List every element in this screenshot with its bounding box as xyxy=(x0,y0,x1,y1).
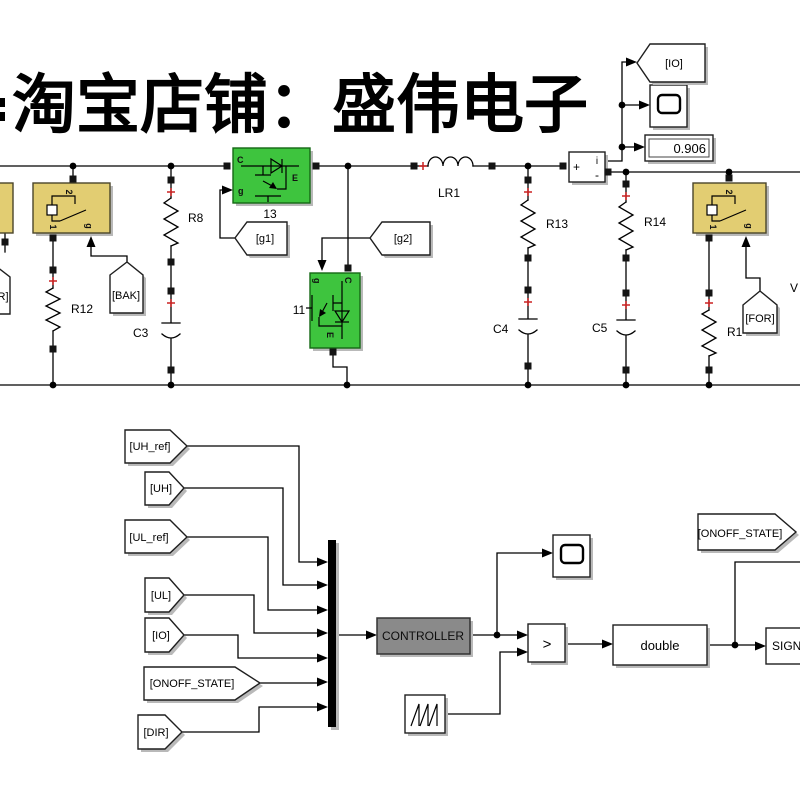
cutoff-character-fragment xyxy=(0,98,5,121)
from-tag-io-bottom[interactable] xyxy=(144,617,185,653)
igbt11-id-label: 11 xyxy=(293,303,306,317)
capacitor-c5-label: C5 xyxy=(592,321,608,335)
inductor-lr1-label: LR1 xyxy=(438,186,460,200)
from-tag-for-label: [FOR] xyxy=(745,313,774,325)
polarity-plus-marks xyxy=(49,162,713,309)
from-tag-ul-ref-label: [UL_ref] xyxy=(129,532,168,544)
data-type-conversion-block[interactable] xyxy=(612,624,708,666)
from-tag-ul-label: [UL] xyxy=(151,590,171,602)
sign-block-partial[interactable] xyxy=(765,627,800,665)
resistor-r8-label: R8 xyxy=(188,211,204,225)
from-tag-uh[interactable] xyxy=(144,471,185,506)
controller-label: CONTROLLER xyxy=(382,629,464,643)
igbt13-id-label: 13 xyxy=(263,207,277,221)
from-tag-ul[interactable] xyxy=(144,577,185,613)
from-tag-dir-label: [DIR] xyxy=(143,727,168,739)
capacitor-c4-label: C4 xyxy=(493,322,509,336)
capacitor-c3-label: C3 xyxy=(133,326,149,340)
from-tag-g2-label: [g2] xyxy=(394,233,412,245)
controller-block[interactable] xyxy=(376,617,471,655)
from-tag-for[interactable] xyxy=(742,290,778,334)
from-tag-g1-label: [g1] xyxy=(256,233,274,245)
resistor-r12-label: R12 xyxy=(71,302,93,316)
sign-block-label: SIGN xyxy=(772,639,800,653)
mux-block[interactable] xyxy=(328,540,336,727)
data-type-conversion-label: double xyxy=(640,638,679,653)
scope-screen-icon xyxy=(656,93,682,115)
from-tag-bak-label: [BAK] xyxy=(112,290,140,302)
resistor-r1-symbol xyxy=(700,309,718,357)
current-measurement-block[interactable] xyxy=(568,151,606,183)
from-tag-left-partial-label: R] xyxy=(0,291,9,303)
resistor-r14-symbol xyxy=(617,201,635,251)
from-tag-dir[interactable] xyxy=(137,714,183,750)
from-tag-io-bottom-label: [IO] xyxy=(152,630,170,642)
sawtooth-waveform-icon xyxy=(410,703,438,727)
goto-tag-onoff-state-label: [ONOFF_STATE] xyxy=(698,528,783,540)
relational-operator-block[interactable] xyxy=(527,623,566,663)
resistor-r12-symbol xyxy=(44,287,62,332)
relational-operator-label: > xyxy=(543,636,552,653)
goto-tag-io-label: [IO] xyxy=(665,58,683,70)
from-tag-g1[interactable] xyxy=(234,221,288,256)
resistor-r13-symbol xyxy=(519,199,537,249)
scope-bottom-block[interactable] xyxy=(552,534,591,578)
shop-watermark-title: 淘宝店铺：盛伟电子 xyxy=(12,70,588,141)
display-value: 0.906 xyxy=(673,141,706,156)
from-tag-onoff-state-label: [ONOFF_STATE] xyxy=(150,678,235,690)
current-sensor-i-label: i xyxy=(596,156,598,167)
from-tag-onoff-state[interactable] xyxy=(143,666,262,701)
control-circuit-wires xyxy=(181,445,800,733)
from-tag-uh-ref-label: [UH_ref] xyxy=(130,441,171,453)
resistor-r13-label: R13 xyxy=(546,217,568,231)
from-tag-left-partial[interactable] xyxy=(0,263,11,315)
goto-tag-io[interactable] xyxy=(636,43,706,83)
component-labels: R8 R12 R13 R14 LR1 C3 C4 C5 V xyxy=(71,186,798,340)
current-sensor-minus-label: - xyxy=(595,168,599,182)
resistor-r14-label: R14 xyxy=(644,215,666,229)
junction-dots xyxy=(49,101,739,649)
goto-tag-onoff-state[interactable] xyxy=(697,513,798,551)
resistor-r8-symbol xyxy=(162,197,180,247)
port-squares xyxy=(1,162,733,374)
resistor-r1-label: R1 xyxy=(727,325,743,339)
from-tag-g2[interactable] xyxy=(369,221,431,256)
from-tag-ul-ref[interactable] xyxy=(124,519,189,554)
breaker-block-left-partial[interactable] xyxy=(0,182,14,234)
from-tag-uh-ref[interactable] xyxy=(124,429,189,464)
igbt13-block[interactable] xyxy=(232,147,311,204)
from-tag-bak[interactable] xyxy=(109,261,144,314)
sawtooth-source-block[interactable] xyxy=(404,694,446,734)
scope-top-block[interactable] xyxy=(649,84,688,128)
from-tag-uh-label: [UH] xyxy=(150,483,172,495)
current-sensor-plus-label: + xyxy=(573,160,580,174)
scope-bottom-screen-icon xyxy=(559,543,585,565)
voltage-label-fragment: V xyxy=(790,281,798,295)
